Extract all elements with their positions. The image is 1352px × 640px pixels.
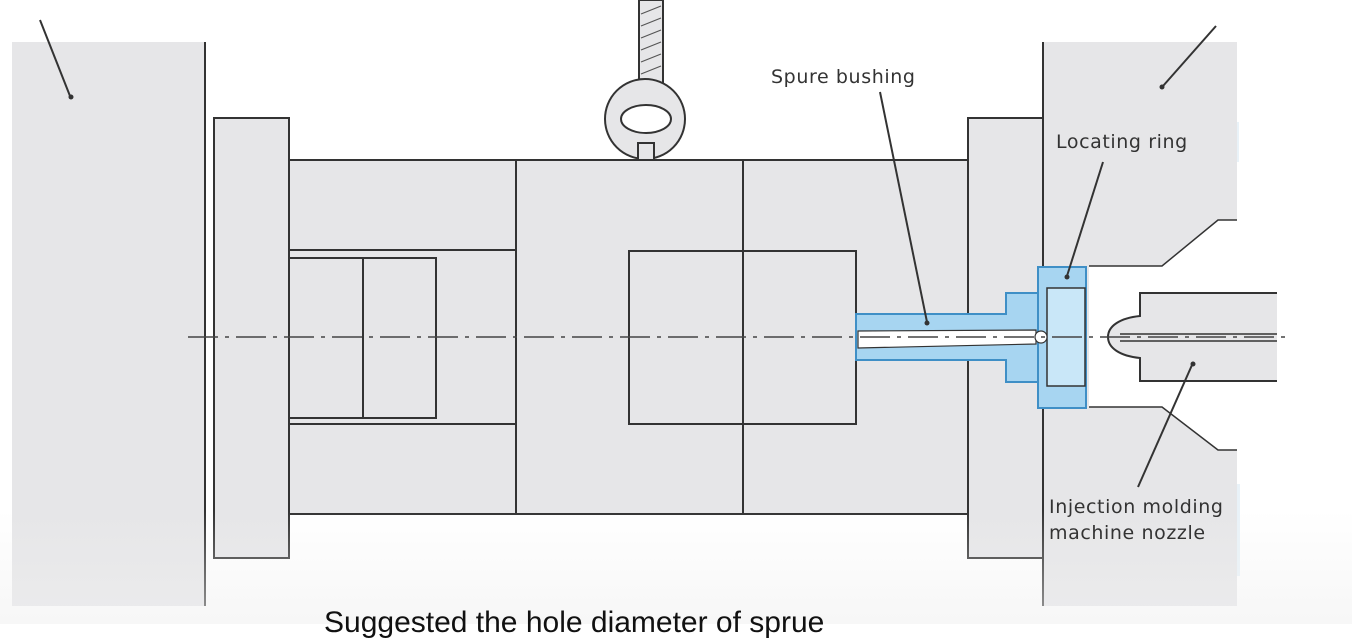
platen-nozzle-opening-top [1089,219,1237,267]
mold-assembly-diagram [12,0,1290,606]
nozzle-leader-dot [1190,361,1196,367]
nozzle-leader [1137,364,1193,488]
right-platen-leader [1162,25,1217,87]
eye-bolt-hole [620,104,672,134]
locating-ring-label: Locating ring [1056,131,1188,153]
nozzle-label-line2: machine nozzle [1049,522,1206,544]
moving-clamp-plate [213,117,290,559]
locating-ring-leader-dot [1064,274,1070,280]
subtitle-caption: Suggested the hole diameter of sprue [324,606,825,639]
right-platen-leader-dot [1159,84,1165,90]
nozzle-label: Injection molding machine nozzle [1049,494,1224,546]
eye-bolt-neck [637,142,655,161]
lifting-rod-threads [640,5,662,75]
locating-ring-leader [1066,161,1104,277]
left-machine-platen [12,42,205,606]
spure-bushing-label: Spure bushing [771,66,916,88]
left-platen-leader-dot [68,94,74,100]
nozzle-label-line1: Injection molding [1049,496,1224,518]
sprue-channel [857,329,1037,349]
platen-nozzle-opening-bottom [1089,406,1237,451]
ejector-plate-right [362,257,437,419]
spure-bushing-leader-dot [924,320,930,326]
left-platen-leader [39,19,71,97]
spure-bushing-leader [879,91,928,323]
right-machine-platen [1043,42,1237,606]
